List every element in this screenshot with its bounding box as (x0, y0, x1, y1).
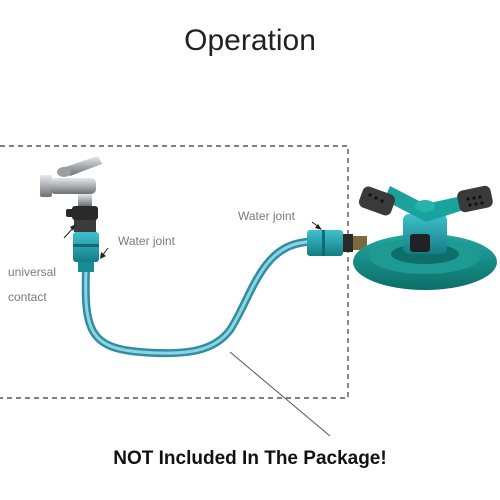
sprinkler-water-joint (307, 230, 367, 256)
dashed-boundary (0, 145, 349, 399)
garden-hose (81, 237, 316, 358)
universal-label: universal (8, 265, 57, 279)
sprinkler (353, 185, 497, 290)
pointer-arrowheads (70, 224, 322, 259)
not-included-notice: NOT Included In The Package! (113, 448, 387, 469)
tap-adapter (66, 206, 98, 232)
contact-label: contact (8, 290, 47, 304)
page-title: Operation (184, 24, 316, 57)
pointer-lines (63, 221, 331, 437)
water-joint-label-tap: Water joint (118, 234, 175, 248)
tap-water-joint (73, 232, 99, 272)
water-tap (40, 156, 102, 206)
water-joint-label-sprinkler: Water joint (238, 209, 295, 223)
